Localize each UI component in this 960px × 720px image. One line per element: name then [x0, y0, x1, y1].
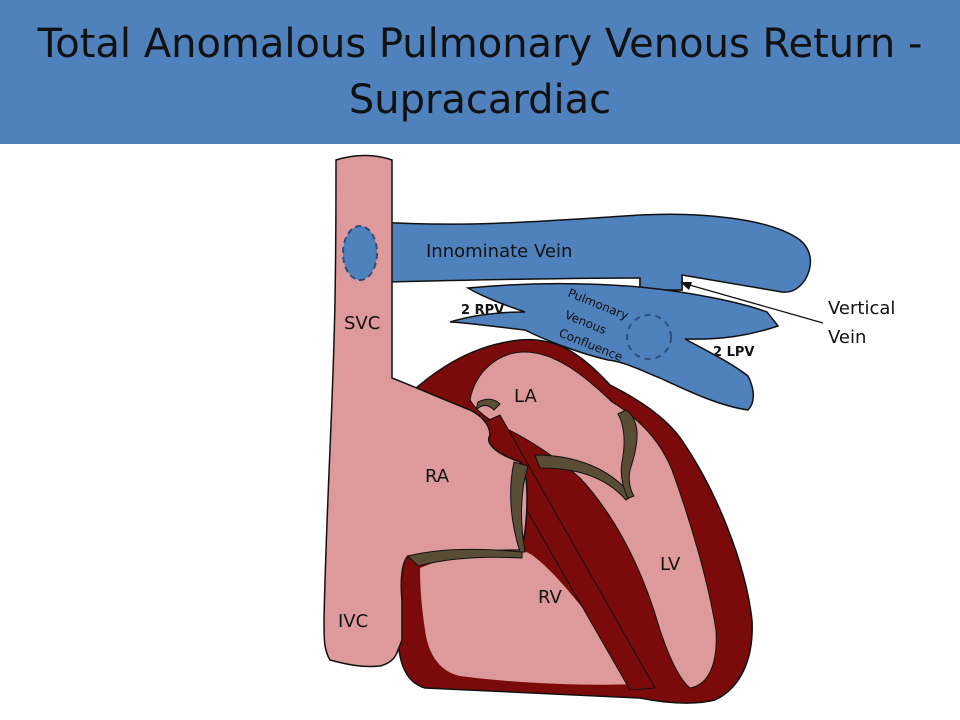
- label-rv: RV: [538, 587, 563, 608]
- label-ra: RA: [425, 466, 450, 487]
- confluence-dashed-circle: [626, 314, 672, 360]
- label-ivc: IVC: [338, 611, 368, 632]
- label-lv: LV: [660, 554, 681, 575]
- slide-title: Total Anomalous Pulmonary Venous Return …: [37, 21, 923, 123]
- right-ventricle-chamber: [420, 547, 640, 685]
- label-vertical-vein-line2: Vein: [828, 327, 866, 348]
- atrial-septal-defect-flap: [475, 398, 501, 412]
- label-la: LA: [514, 386, 537, 407]
- vertical-vein-pointer-arrowhead: [680, 282, 692, 290]
- label-innominate-vein: Innominate Vein: [426, 241, 572, 262]
- tricuspid-valve-upper-leaflet: [510, 461, 529, 553]
- mitral-valve-posterior-leaflet: [617, 409, 638, 499]
- vertical-vein-pointer: [685, 283, 824, 324]
- label-rpv: 2 RPV: [461, 303, 504, 318]
- label-lpv: 2 LPV: [713, 345, 754, 360]
- tricuspid-valve-lower-leaflet: [407, 548, 523, 567]
- title-bar: Total Anomalous Pulmonary Venous Return …: [0, 0, 960, 144]
- label-svc: SVC: [344, 313, 380, 334]
- innominate-svc-junction: [342, 225, 378, 281]
- pulmonary-venous-confluence: [449, 282, 780, 411]
- innominate-vein: [379, 213, 812, 293]
- label-vertical-vein-line1: Vertical: [828, 298, 895, 319]
